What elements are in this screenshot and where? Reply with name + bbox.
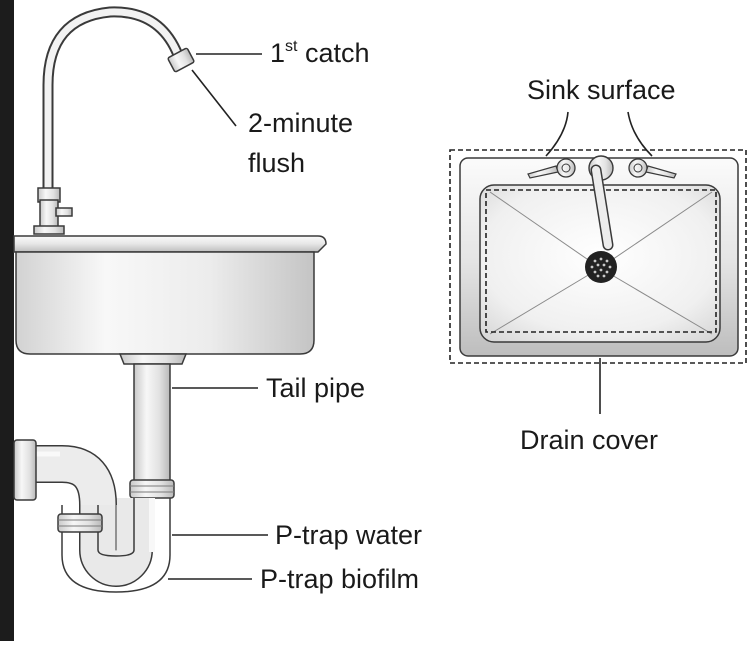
basin-fold-line [599, 191, 713, 269]
basin-fold-line [599, 267, 713, 335]
p-trap-bend [61, 498, 171, 593]
flush-label-line1: 2-minute [248, 108, 353, 138]
sink-rim [13, 235, 327, 253]
top-view-sink [449, 149, 747, 364]
faucet-aerator [167, 47, 195, 73]
left-labels: 1st catch 2-minute flush Tail pipe P-tra… [168, 38, 422, 594]
basin-fold-line [489, 191, 601, 269]
wall-escutcheon [13, 439, 37, 501]
wall [0, 0, 14, 641]
sink-surface-leader-left [545, 111, 569, 157]
right-handle-knob [628, 158, 648, 178]
left-handle-lever [527, 165, 559, 179]
sink-surface-label: Sink surface [527, 75, 676, 105]
side-view-sink [13, 6, 327, 593]
faucet-gooseneck [42, 6, 184, 201]
flush-leader [191, 69, 237, 127]
right-handle-lever [645, 165, 677, 179]
sink-surface-leader-right [627, 111, 653, 157]
flush-label-line2: flush [248, 148, 305, 178]
drain-holes [590, 257, 612, 278]
first-catch-word: catch [297, 38, 369, 68]
tail-pipe [133, 363, 171, 485]
sink-bowl [15, 251, 315, 355]
sink-surface-boundary [449, 149, 747, 364]
drain-flange [118, 353, 188, 365]
drain [585, 251, 617, 283]
tail-pipe-label: Tail pipe [266, 373, 365, 403]
first-catch-number: 1 [270, 38, 285, 68]
ptrap-biofilm-label: P-trap biofilm [260, 564, 419, 594]
drain-cover-label: Drain cover [520, 425, 658, 455]
first-catch-label: 1st catch [270, 38, 370, 68]
ptrap-water-label: P-trap water [275, 520, 422, 550]
first-catch-ordinal: st [285, 38, 298, 55]
right-labels: Sink surface Drain cover [520, 75, 676, 455]
faucet-base [33, 225, 65, 235]
basin-fold-line [489, 267, 601, 335]
left-handle-knob [556, 158, 576, 178]
tail-pipe-nut [129, 479, 175, 499]
faucet-handle [55, 207, 73, 217]
p-trap-nut [57, 513, 103, 533]
